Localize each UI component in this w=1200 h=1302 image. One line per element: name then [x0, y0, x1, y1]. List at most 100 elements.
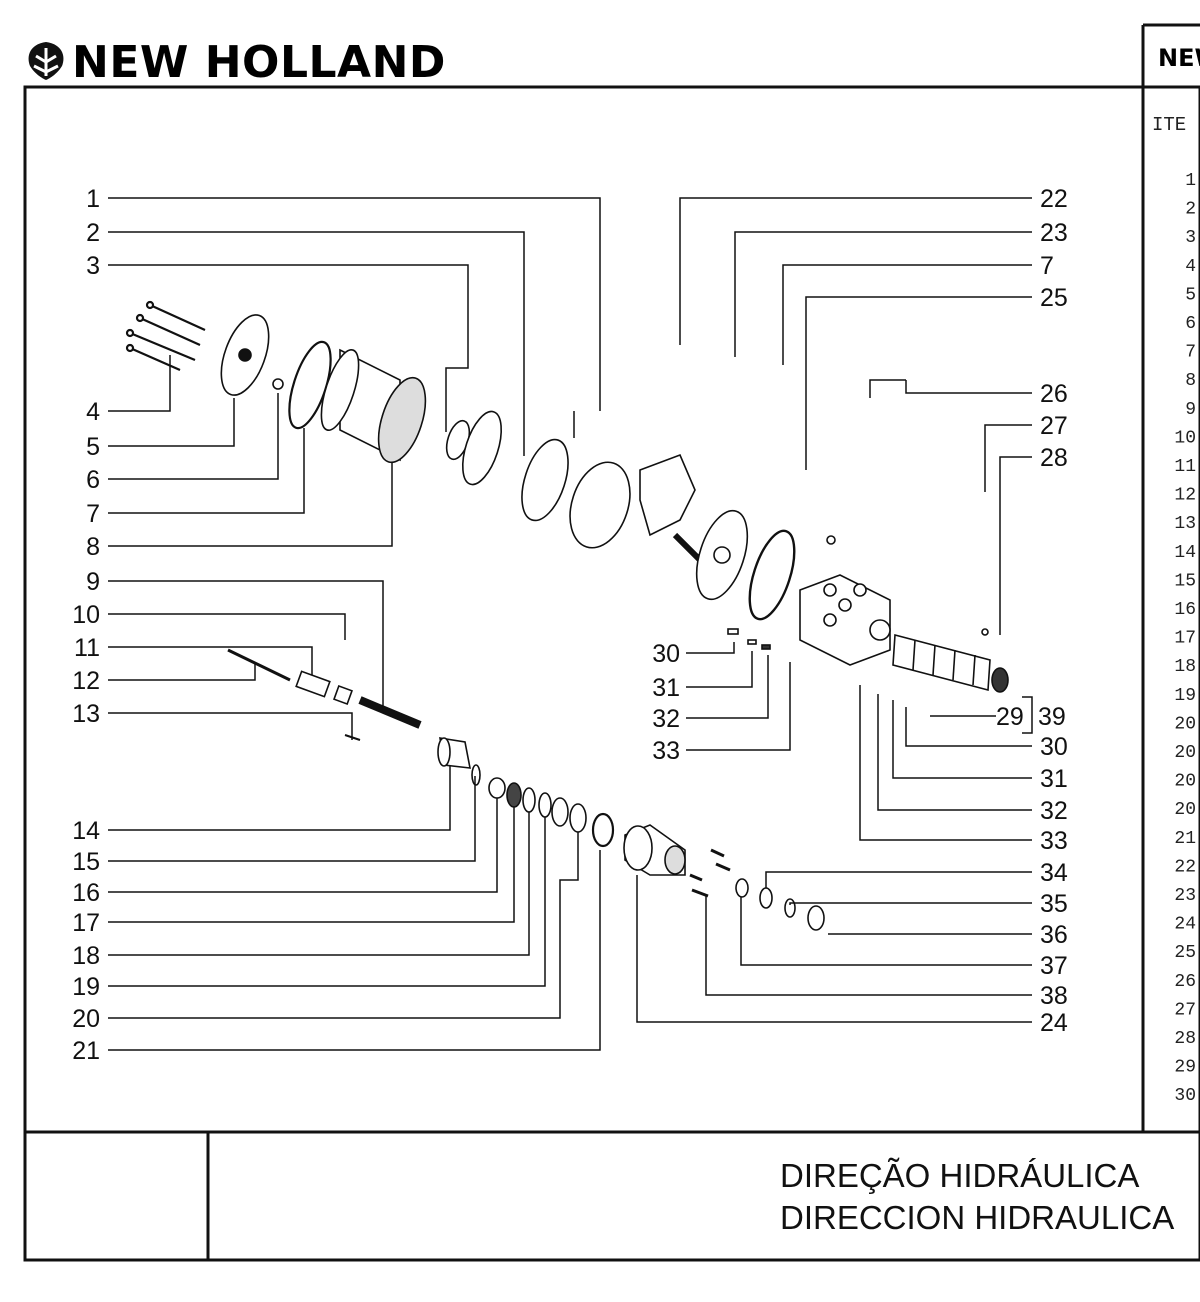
leader-lines	[108, 197, 1033, 1051]
parts-list-item-number: 6	[1185, 314, 1196, 334]
callout-16: 16	[72, 879, 100, 907]
valve-housing	[799, 574, 891, 666]
parts-list-item-number: 16	[1174, 600, 1196, 620]
callout-4: 4	[86, 398, 100, 426]
cardan-shaft-9	[358, 696, 422, 729]
callout-27: 27	[1040, 412, 1068, 440]
callout-24: 24	[1040, 1009, 1068, 1037]
thrust-washer-18	[522, 787, 536, 813]
ball-32	[761, 644, 771, 650]
pin-12	[227, 648, 291, 682]
callout-31-right: 31	[1040, 765, 1068, 793]
screw-38d	[691, 888, 709, 898]
distributor-plate-2	[521, 438, 569, 522]
callout-32-right: 32	[1040, 797, 1068, 825]
callout-30-middle: 30	[652, 640, 680, 668]
seal-20b	[569, 803, 587, 833]
sleeve-8	[320, 348, 427, 464]
callout-7-left: 7	[86, 500, 100, 528]
callout-5: 5	[86, 433, 100, 461]
plug-30	[727, 628, 739, 635]
bolts	[125, 300, 206, 372]
spring-31	[747, 639, 757, 645]
parts-list-item-number: 19	[1174, 686, 1196, 706]
title-spanish: DIRECCION HIDRAULICA	[780, 1199, 1174, 1236]
parts-list-item-number: 10	[1174, 428, 1196, 448]
parts-list-item-number: 13	[1174, 514, 1196, 534]
parts-list-item-number: 29	[1174, 1058, 1196, 1078]
screw-38b	[715, 862, 731, 872]
callout-9: 9	[86, 568, 100, 596]
callout-21: 21	[72, 1037, 100, 1065]
screw-38a	[710, 848, 725, 858]
callout-33-right: 33	[1040, 827, 1068, 855]
parts-list-item-number: 21	[1174, 829, 1196, 849]
parts-list-item-number: 22	[1174, 857, 1196, 877]
callout-26: 26	[1040, 380, 1068, 408]
parts-list-item-number: 7	[1185, 343, 1196, 363]
parts-list-item-number: 9	[1185, 400, 1196, 420]
callout-31-middle: 31	[652, 674, 680, 702]
end-housing-24	[623, 824, 686, 876]
parts-list-item-number: 27	[1174, 1000, 1196, 1020]
spring-13	[344, 734, 361, 741]
brand-name: NEW HOLLAND	[72, 37, 446, 88]
drive-shaft-22	[672, 532, 703, 563]
title-portuguese: DIREÇÃO HIDRÁULICA	[780, 1157, 1139, 1194]
parts-list-item-number: 23	[1174, 886, 1196, 906]
parts-list-item-number: 3	[1185, 228, 1196, 248]
seal-28	[991, 667, 1009, 693]
washer-34	[759, 887, 773, 909]
parts-list-item-number: 1	[1185, 171, 1196, 191]
callout-7-right: 7	[1040, 252, 1054, 280]
callout-12: 12	[72, 667, 100, 695]
bearing-10	[333, 685, 353, 705]
callout-36: 36	[1040, 921, 1068, 949]
callout-17: 17	[72, 909, 100, 937]
thrust-washer-16	[488, 777, 506, 799]
callout-38: 38	[1040, 982, 1068, 1010]
callout-18: 18	[72, 942, 100, 970]
snap-ring-15	[471, 764, 481, 786]
callout-35: 35	[1040, 890, 1068, 918]
parts-list-item-number: 25	[1174, 943, 1196, 963]
page-frames	[23, 23, 1200, 1262]
callout-25: 25	[1040, 284, 1068, 312]
callout-20: 20	[72, 1005, 100, 1033]
parts-list-item-number: 30	[1174, 1086, 1196, 1106]
o-ring-7-right	[748, 529, 796, 621]
parts-list-item-number: 28	[1174, 1029, 1196, 1049]
nut-37	[735, 878, 749, 898]
callouts-right: 22 23 7 25 26 27 28 29 39 30 31 32 33 34…	[996, 185, 1068, 1037]
right-sheet-brand-fragment: NEW	[1158, 44, 1200, 72]
parts	[125, 300, 1009, 931]
parts-list-item-number: 26	[1174, 972, 1196, 992]
callout-8: 8	[86, 533, 100, 561]
callout-3: 3	[86, 252, 100, 280]
new-holland-leaf-icon	[28, 42, 64, 80]
callout-30-right: 30	[1040, 733, 1068, 761]
ring-19	[538, 792, 552, 818]
ring-35	[784, 898, 796, 918]
pin-27	[981, 628, 989, 636]
check-ball-25	[826, 535, 836, 545]
callouts-middle: 30 31 32 33	[652, 640, 680, 765]
seal-36	[807, 905, 825, 931]
parts-list-item-number: 20	[1174, 772, 1196, 792]
callout-15: 15	[72, 848, 100, 876]
parts-list-item-header: ITE	[1152, 114, 1186, 136]
parts-list-item-number: 15	[1174, 571, 1196, 591]
screw-38c	[689, 873, 703, 882]
parts-list-item-number: 12	[1174, 486, 1196, 506]
callout-11: 11	[74, 634, 100, 662]
callout-10: 10	[72, 601, 100, 629]
callout-39: 39	[1038, 703, 1066, 731]
rotor-set-1	[569, 453, 696, 549]
bearing-cup-14	[437, 737, 471, 769]
callout-28: 28	[1040, 444, 1068, 472]
washer-6	[272, 378, 284, 390]
callouts-left: 1 2 3 4 5 6 7 8 9 10 11 12 13 14 15 16 1…	[72, 185, 100, 1065]
callout-14: 14	[72, 817, 100, 845]
gear-ring-3	[461, 410, 503, 486]
parts-list-item-number: 8	[1185, 371, 1196, 391]
